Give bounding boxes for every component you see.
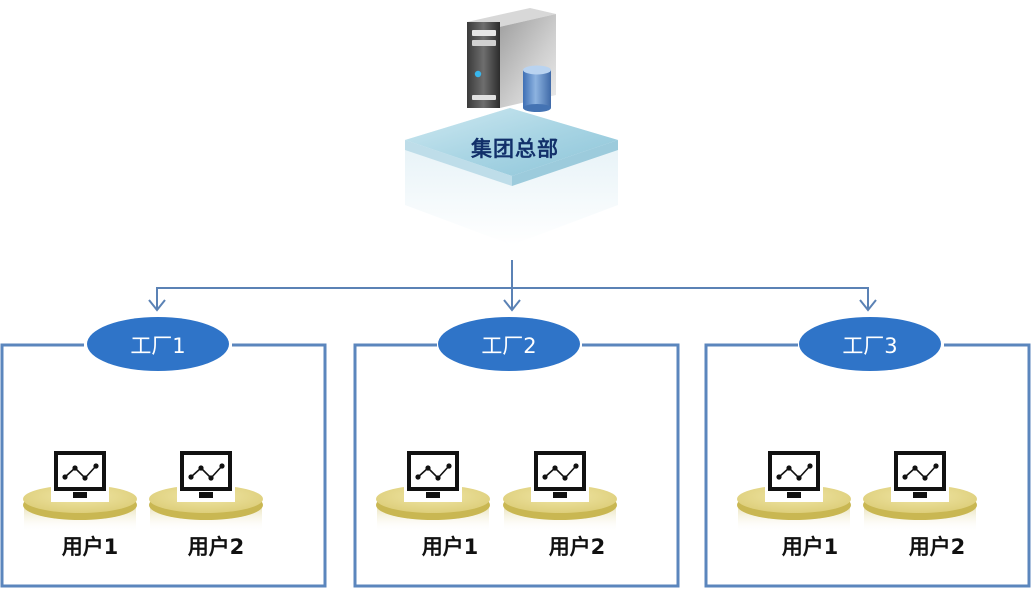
monitor-chart-icon <box>891 450 949 502</box>
monitor-chart-icon <box>765 450 823 502</box>
factory-3-user-2-label: 用户2 <box>908 535 966 559</box>
factory-3-user-1-station[interactable] <box>737 450 851 532</box>
factory-2-label[interactable]: 工厂2 <box>481 334 537 358</box>
hq-label: 集团总部 <box>471 137 559 161</box>
connector-lines <box>148 260 877 312</box>
factory-1-user-2-station[interactable] <box>149 450 263 532</box>
factory-1-label[interactable]: 工厂1 <box>130 334 186 358</box>
factory-3-frame <box>704 343 1031 588</box>
factory-3-badge[interactable] <box>799 317 941 371</box>
server-icon <box>467 8 556 108</box>
monitor-chart-icon <box>404 450 462 502</box>
factory-2-user-2-label: 用户2 <box>548 535 606 559</box>
factory-3-label[interactable]: 工厂3 <box>842 334 898 358</box>
factory-2-user-1-label: 用户1 <box>421 535 479 559</box>
factory-1-frame <box>0 343 327 588</box>
database-icon <box>523 65 551 112</box>
arrow-factory-2 <box>503 299 521 312</box>
arrow-factory-1 <box>148 299 166 312</box>
factory-1-badge[interactable] <box>87 317 229 371</box>
factory-3-user-2-station[interactable] <box>863 450 977 532</box>
connector-horizontal-bus <box>156 287 869 310</box>
factory-2-user-2-station[interactable] <box>503 450 617 532</box>
factory-2-user-1-station[interactable] <box>376 450 490 532</box>
monitor-chart-icon <box>531 450 589 502</box>
hq-platform <box>405 108 618 245</box>
monitor-chart-icon <box>51 450 109 502</box>
factory-2-frame <box>353 343 680 588</box>
factory-3-user-1-label: 用户1 <box>781 535 839 559</box>
factory-1-user-1-label: 用户1 <box>61 535 119 559</box>
arrow-factory-3 <box>859 299 877 312</box>
monitor-chart-icon <box>177 450 235 502</box>
factory-2-badge[interactable] <box>438 317 580 371</box>
factory-1-user-2-label: 用户2 <box>187 535 245 559</box>
factory-1-user-1-station[interactable] <box>23 450 137 532</box>
